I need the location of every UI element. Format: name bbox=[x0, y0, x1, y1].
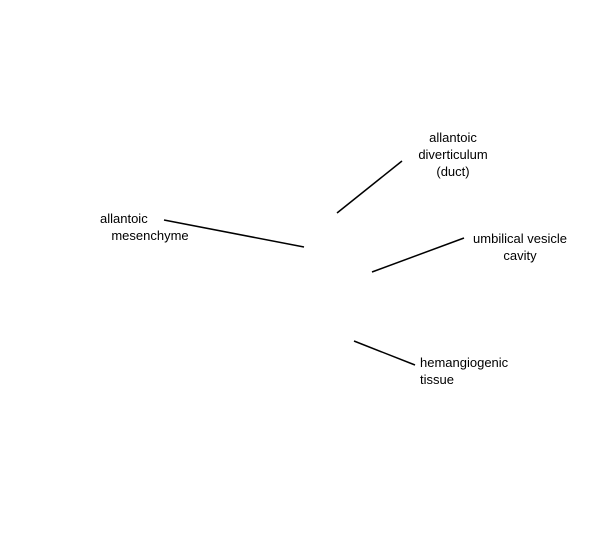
label-hemangiogenic-tissue: hemangiogenic tissue bbox=[420, 354, 530, 388]
label-line: allantoic bbox=[100, 211, 148, 226]
label-line: (duct) bbox=[436, 164, 470, 179]
label-umbilical-vesicle-cavity: umbilical vesicle cavity bbox=[464, 230, 576, 264]
label-line: tissue bbox=[420, 372, 454, 387]
label-allantoic-mesenchyme: allantoic mesenchyme bbox=[100, 210, 200, 244]
label-line: mesenchyme bbox=[111, 228, 189, 243]
leader-line-allantoic-diverticulum bbox=[336, 160, 403, 214]
label-line: cavity bbox=[503, 248, 537, 263]
label-line: umbilical vesicle bbox=[473, 231, 567, 246]
leader-line-umbilical-vesicle-cavity bbox=[371, 237, 465, 273]
label-line: hemangiogenic bbox=[420, 355, 509, 370]
label-line: diverticulum bbox=[418, 147, 488, 162]
leader-line-hemangiogenic-tissue bbox=[353, 340, 416, 366]
label-allantoic-diverticulum: allantoic diverticulum (duct) bbox=[400, 129, 506, 180]
leader-line-allantoic-mesenchyme bbox=[163, 219, 305, 248]
label-line: allantoic bbox=[429, 130, 477, 145]
